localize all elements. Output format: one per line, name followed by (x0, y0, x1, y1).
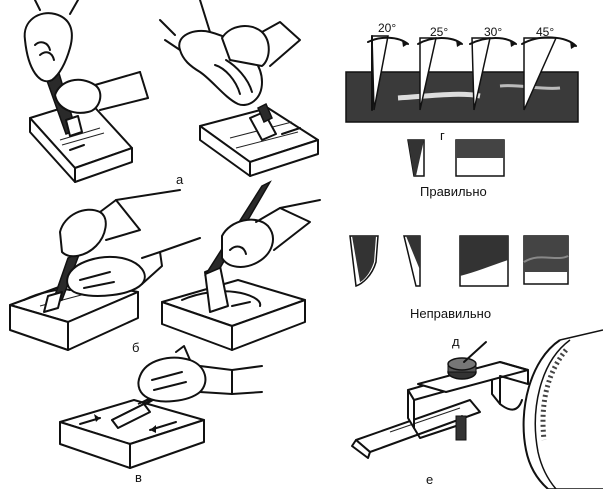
hand-b-right (221, 199, 321, 268)
label-a: а (176, 172, 184, 187)
angle-30-label: 30° (484, 25, 502, 39)
angle-20-label: 20° (378, 21, 396, 35)
label-b: б (132, 340, 139, 355)
wedge-25 (417, 37, 463, 111)
wedge-20 (367, 35, 409, 111)
caption-incorrect: Неправильно (410, 306, 491, 321)
label-g: г (440, 128, 445, 143)
incorrect-profiles (349, 235, 569, 288)
label-d: д (452, 334, 460, 349)
correct-profiles (407, 139, 505, 177)
label-v: в (135, 470, 142, 485)
angle-25-label: 25° (430, 25, 448, 39)
panel-b: б (9, 180, 321, 355)
caption-correct: Правильно (420, 184, 487, 199)
angle-45-label: 45° (536, 25, 554, 39)
panel-v: в (59, 345, 263, 485)
hand-a-left (23, 0, 149, 114)
hand-a-right (159, 0, 301, 106)
panel-d: Правильно Неправильно (349, 139, 569, 321)
chisel-e (351, 399, 481, 459)
stone-a-left (29, 99, 133, 183)
wedge-30 (469, 37, 517, 111)
panel-a: а (23, 0, 319, 187)
angle-bar (345, 71, 579, 123)
chisel-b-left (43, 250, 82, 313)
grinding-wheel (522, 329, 603, 489)
chisel-v (111, 387, 175, 429)
panel-e: д е (351, 329, 603, 489)
panel-g: 20° 25° 30° 45° г (345, 21, 579, 143)
chisel-a-right (249, 102, 277, 141)
hand-v (137, 345, 263, 403)
stone-b-right (161, 279, 306, 351)
label-e: е (426, 472, 433, 487)
wedge-45 (521, 36, 577, 111)
hand-b-left (59, 189, 201, 297)
adjust-knob (447, 341, 487, 380)
